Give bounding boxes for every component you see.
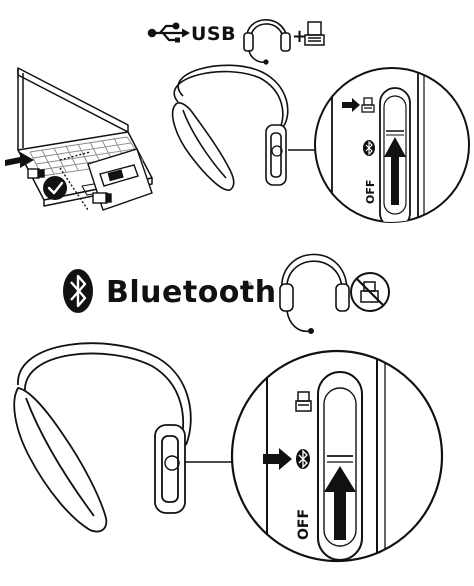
usb-header: USB +	[147, 19, 325, 65]
usb-mode-receiver-icon	[361, 97, 375, 113]
bt-off-label: OFF	[296, 509, 312, 540]
headset-illustration-bottom	[13, 342, 192, 533]
small-headset-icon	[243, 19, 291, 65]
usb-symbol-icon	[147, 22, 190, 43]
small-usb-receiver-icon	[304, 21, 325, 46]
bt-mode-pointer-arrow-icon	[263, 448, 292, 470]
check-mark-icon	[43, 176, 67, 200]
bt-mode-receiver-icon	[295, 391, 312, 412]
usb-receiver-at-port-icon	[27, 168, 45, 179]
receiver-in-port-icon	[92, 192, 112, 204]
insert-receiver-arrow-icon	[5, 152, 34, 168]
registered-mark: ®	[242, 279, 253, 292]
usb-label: USB	[191, 23, 236, 45]
bluetooth-header: Bluetooth ®	[63, 269, 277, 313]
slide-up-arrow-icon	[384, 137, 406, 205]
power-switch-zoom-bluetooth: OFF	[230, 349, 444, 563]
power-switch-zoom-usb: OFF	[314, 67, 470, 223]
medium-headset-icon	[279, 253, 350, 334]
bluetooth-mode-small-icon	[363, 140, 375, 156]
usb-off-label: OFF	[364, 180, 377, 204]
no-receiver-icon	[350, 272, 390, 312]
slide-center-arrow-icon	[324, 466, 356, 540]
usb-mode-pointer-arrow-icon	[342, 98, 360, 112]
bluetooth-mode-icon	[296, 449, 310, 469]
headset-illustration-top	[171, 64, 289, 191]
bluetooth-logo-icon	[63, 269, 93, 313]
plus-sign: +	[292, 26, 307, 47]
bluetooth-label: Bluetooth	[106, 275, 277, 310]
